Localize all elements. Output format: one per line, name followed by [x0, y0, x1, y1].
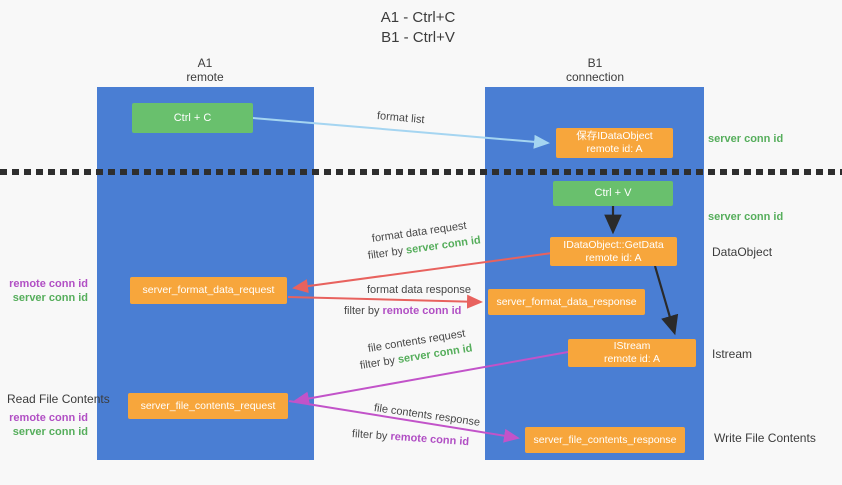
format-response-label: server_format_data_response — [496, 295, 637, 308]
server-conn-id-annotation-mid: server conn id — [708, 211, 784, 223]
column-b1-subtitle: connection — [565, 70, 625, 84]
column-header-a1: A1 remote — [145, 56, 265, 84]
title-line-2: B1 - Ctrl+V — [381, 29, 455, 46]
format-list-arrow-label: format list — [376, 110, 426, 127]
format-response-filter-prefix: filter by — [344, 305, 383, 317]
file-contents-response-label: file contents response — [373, 402, 481, 429]
format-response-filter-label: filter by remote conn id — [344, 305, 461, 317]
istream-box: IStream remote id: A — [568, 339, 696, 367]
column-b1-name: B1 — [587, 56, 603, 70]
istream-annotation: Istream — [712, 347, 753, 361]
server-format-data-response-box: server_format_data_response — [488, 289, 645, 315]
getdata-line1: IDataObject::GetData — [563, 238, 664, 251]
format-server-conn-id-annotation: server conn id — [12, 292, 88, 304]
format-data-response-arrow — [287, 294, 483, 309]
file-response-filter-value: remote conn id — [390, 430, 470, 449]
save-idataobject-line1: 保存IDataObject — [576, 130, 653, 142]
file-server-conn-id-annotation: server conn id — [12, 426, 88, 438]
getdata-line2: remote id: A — [585, 251, 642, 264]
file-response-filter-label: filter by remote conn id — [352, 428, 470, 448]
dashed-divider-line — [0, 169, 842, 175]
server-format-data-request-box: server_format_data_request — [130, 277, 287, 304]
column-a1-name: A1 — [197, 56, 213, 70]
ctrl-c-label: Ctrl + C — [173, 111, 212, 124]
ctrl-v-box: Ctrl + V — [553, 181, 673, 206]
server-conn-id-annotation-top: server conn id — [708, 133, 784, 145]
title-line-1: A1 - Ctrl+C — [380, 9, 456, 26]
read-file-contents-annotation: Read File Contents — [7, 392, 110, 406]
ctrl-c-box: Ctrl + C — [132, 103, 253, 133]
idataobject-getdata-box: IDataObject::GetData remote id: A — [550, 237, 677, 266]
istream-line1: IStream — [613, 340, 651, 352]
save-idataobject-box: 保存IDataObject remote id: A — [556, 128, 673, 158]
file-response-label: server_file_contents_response — [533, 433, 677, 446]
format-request-filter-prefix: filter by — [367, 244, 407, 262]
column-header-b1: B1 connection — [535, 56, 655, 84]
write-file-contents-annotation: Write File Contents — [714, 431, 816, 445]
diagram-title: A1 - Ctrl+C B1 - Ctrl+V — [300, 8, 536, 48]
istream-line2: remote id: A — [603, 353, 661, 365]
format-remote-conn-id-annotation: remote conn id — [9, 278, 88, 290]
server-file-contents-request-box: server_file_contents_request — [128, 393, 288, 419]
file-response-filter-prefix: filter by — [351, 428, 391, 443]
dataobject-annotation: DataObject — [712, 245, 773, 259]
file-request-label: server_file_contents_request — [140, 399, 276, 412]
ctrl-v-label: Ctrl + V — [594, 187, 632, 199]
save-idataobject-line2: remote id: A — [586, 143, 643, 155]
format-data-response-label: format data response — [367, 284, 471, 296]
file-remote-conn-id-annotation: remote conn id — [9, 412, 88, 424]
column-a1-subtitle: remote — [186, 70, 224, 84]
format-response-filter-value: remote conn id — [382, 305, 462, 317]
format-request-label: server_format_data_request — [142, 284, 275, 296]
file-request-filter-prefix: filter by — [359, 354, 399, 372]
server-file-contents-response-box: server_file_contents_response — [525, 427, 685, 453]
